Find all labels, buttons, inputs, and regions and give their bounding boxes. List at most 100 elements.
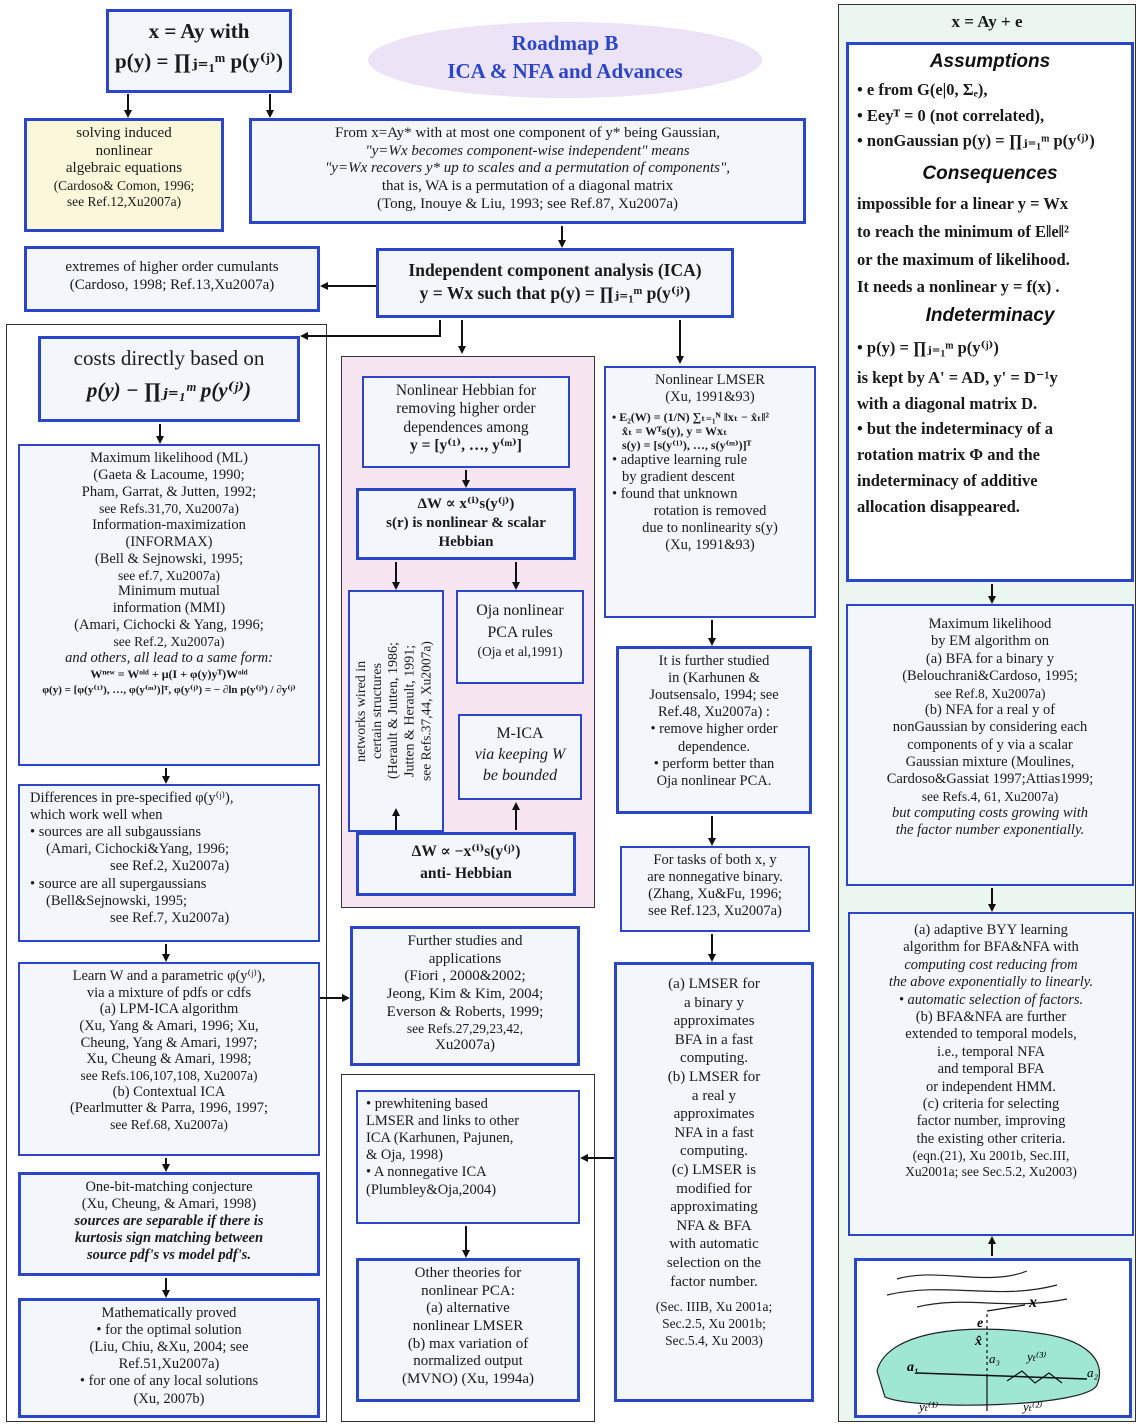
text-line: extremes of higher order cumulants	[65, 259, 279, 275]
text-line: Nonlinear LMSER	[655, 372, 765, 388]
text-line: see Refs.27,29,23,42,	[406, 1021, 524, 1037]
text-line: the existing other criteria.	[916, 1130, 1066, 1147]
model-equation: x = Ay with	[148, 19, 250, 43]
text-line: Maximum likelihood (ML)	[90, 450, 248, 466]
hebbian-rule-box: ΔW ∝ x⁽ⁱ⁾s(y⁽ʲ⁾) s(r) is nonlinear & sca…	[356, 488, 576, 560]
text-line: applications	[428, 950, 502, 967]
text-line: (a) LMSER for	[668, 976, 760, 992]
mathematically-proved-box: Mathematically proved • for the optimal …	[18, 1298, 320, 1418]
further-studied-box: It is further studied in (Karhunen & Jou…	[616, 646, 812, 814]
text-line: y = [y⁽¹⁾, …, y⁽ᵐ⁾]	[410, 436, 522, 454]
text-line: • remove higher order	[650, 721, 778, 738]
text-line: • A nonnegative ICA	[366, 1164, 487, 1181]
text-line: Joutsensalo, 1994; see	[649, 687, 779, 704]
text-line: (Fiori , 2000&2002;	[404, 968, 526, 985]
text-line: (a) LPM-ICA algorithm	[99, 1001, 239, 1018]
text-line: by EM algorithm on	[930, 633, 1049, 650]
text-line: (Tong, Inouye & Liu, 1993; see Ref.87, X…	[377, 195, 678, 212]
text-line: Hebbian	[438, 533, 494, 550]
text-line: algorithm for BFA&NFA with	[903, 939, 1079, 956]
text-line: a real y	[691, 1087, 737, 1104]
em-likelihood-box: Maximum likelihood by EM algorithm on (a…	[846, 604, 1134, 886]
title-line-2: ICA & NFA and Advances	[447, 59, 683, 84]
text-line: Mathematically proved	[101, 1305, 237, 1321]
text-line: indeterminacy of additive	[857, 470, 1038, 490]
text-line: (Xu, 1991&93)	[665, 536, 755, 553]
extremes-cumulants-box: extremes of higher order cumulants (Card…	[24, 246, 320, 312]
text-line: see Refs.31,70, Xu2007a)	[99, 500, 239, 516]
text-line: or independent HMM.	[925, 1078, 1057, 1095]
text-line: approximates	[673, 1013, 755, 1030]
independence-equation: p(y) = ∏ⱼ₌₁ᵐ p(y⁽ʲ⁾)	[115, 49, 283, 74]
text-line: computing.	[680, 1050, 748, 1067]
text-line: see Refs.4, 61, Xu2007a)	[921, 788, 1059, 804]
text-line: which work well when	[30, 807, 163, 824]
text-line: nonlinear	[95, 142, 153, 159]
text-line: • automatic selection of factors.	[898, 991, 1084, 1008]
text-line: normalized output	[413, 1353, 523, 1370]
text-line: NFA & BFA	[676, 1217, 752, 1234]
text-line: It is further studied	[658, 653, 770, 669]
text-line: For tasks of both x, y	[653, 852, 777, 868]
text-line: PCA rules	[487, 623, 553, 641]
text-line: networks wired in	[354, 660, 369, 762]
text-line: via a mixture of pdfs or cdfs	[86, 984, 252, 1001]
text-line: Cheung, Yang & Amari, 1997;	[80, 1034, 258, 1051]
text-line: Sec.5.4, Xu 2003)	[665, 1332, 763, 1348]
x-vector	[986, 1304, 1026, 1312]
networks-wired-box: networks wired in certain structures (He…	[348, 590, 444, 832]
assumption-nongaussian: nonGaussian p(y) = ∏ⱼ₌₁ᵐ p(y⁽ʲ⁾)	[857, 131, 1123, 151]
text-line: dependence.	[677, 738, 751, 755]
text-line: costs directly based on	[73, 346, 265, 370]
data-manifold-shape	[876, 1328, 1101, 1406]
axis-line	[916, 1372, 1088, 1380]
text-line: Minimum mutual	[118, 583, 220, 600]
factor-geometry-illustration: x e x̂ a₁ a₃ a₂ yₜ⁽³⁾ yₜ⁽¹⁾ yₜ⁽²⁾	[876, 1270, 1101, 1414]
text-line: (Amari, Cichocki&Yang, 1996;	[46, 841, 229, 858]
text-line: rotation matrix Φ and the	[857, 445, 1040, 465]
fig-label-y2: yₜ⁽²⁾	[1021, 1399, 1042, 1414]
sketch-lines	[886, 1270, 1068, 1308]
text-line: (c) LMSER is	[671, 1161, 757, 1178]
text-line: (Xu, Yang & Amari, 1996; Xu,	[79, 1018, 259, 1035]
text-line: (b) max variation of	[407, 1335, 529, 1352]
oja-pca-box: Oja nonlinear PCA rules (Oja et al,1991)	[456, 590, 584, 684]
text-line: (Oja et al,1991)	[477, 644, 563, 660]
text-line: (c) criteria for selecting	[922, 1095, 1060, 1112]
text-line: dependences among	[403, 418, 529, 436]
text-line: (MVNO) (Xu, 1994a)	[401, 1371, 535, 1388]
text-line: • sources are all subgaussians	[30, 824, 201, 841]
text-line: see Ref.8, Xu2007a)	[934, 685, 1046, 701]
text-line: Jeong, Kim & Kim, 2004;	[386, 986, 544, 1003]
indeterminacy-heading: Indeterminacy	[925, 305, 1055, 327]
text-line: approximating	[670, 1199, 758, 1216]
text-line: (Pearlmutter & Parra, 1996, 1997;	[69, 1100, 269, 1117]
text-line: "y=Wx becomes component-wise independent…	[365, 142, 690, 159]
text-line: computing cost reducing from	[904, 956, 1078, 973]
text-line: removing higher order	[396, 400, 536, 418]
text-line: algebraic equations	[65, 160, 183, 177]
text-line: NFA in a fast	[674, 1124, 754, 1141]
title-ellipse: Roadmap B ICA & NFA and Advances	[368, 22, 762, 98]
text-line: It needs a nonlinear y = f(x) .	[857, 277, 1060, 297]
learn-w-box: Learn W and a parametric φ(y⁽ʲ⁾), via a …	[18, 962, 320, 1156]
fig-label-y1: yₜ⁽¹⁾	[917, 1399, 938, 1414]
text-line: see Ref.68, Xu2007a)	[110, 1116, 228, 1132]
fig-label-e: e	[977, 1316, 983, 1331]
costs-equation: p(y) − ∏ⱼ₌₁ᵐ p(y⁽ʲ⁾)	[86, 377, 252, 402]
text-line: • prewhitening based	[366, 1096, 488, 1112]
text-line: Xu, Cheung & Amari, 1998;	[86, 1051, 252, 1068]
text-line: allocation disappeared.	[857, 496, 1020, 516]
text-line: • found that unknown	[612, 485, 738, 502]
text-line: Nonlinear Hebbian for	[395, 382, 537, 399]
text-line: rotation is removed	[653, 502, 767, 519]
text-line: (b) NFA for a real y of	[924, 701, 1056, 718]
geometry-figure-box: x e x̂ a₁ a₃ a₂ yₜ⁽³⁾ yₜ⁽¹⁾ yₜ⁽²⁾	[854, 1258, 1132, 1418]
byy-learning-box: (a) adaptive BYY learning algorithm for …	[848, 912, 1134, 1236]
text-line: and others, all lead to a same form:	[65, 649, 273, 666]
text-line: Xu2001a; see Sec.5.2, Xu2003)	[905, 1164, 1077, 1180]
text-line: (Bell&Sejnowski, 1995;	[46, 892, 187, 909]
text-line: but computing costs growing with	[891, 804, 1089, 821]
text-line: Everson & Roberts, 1999;	[386, 1003, 544, 1020]
text-line: the above exponentially to linearly.	[888, 974, 1094, 991]
